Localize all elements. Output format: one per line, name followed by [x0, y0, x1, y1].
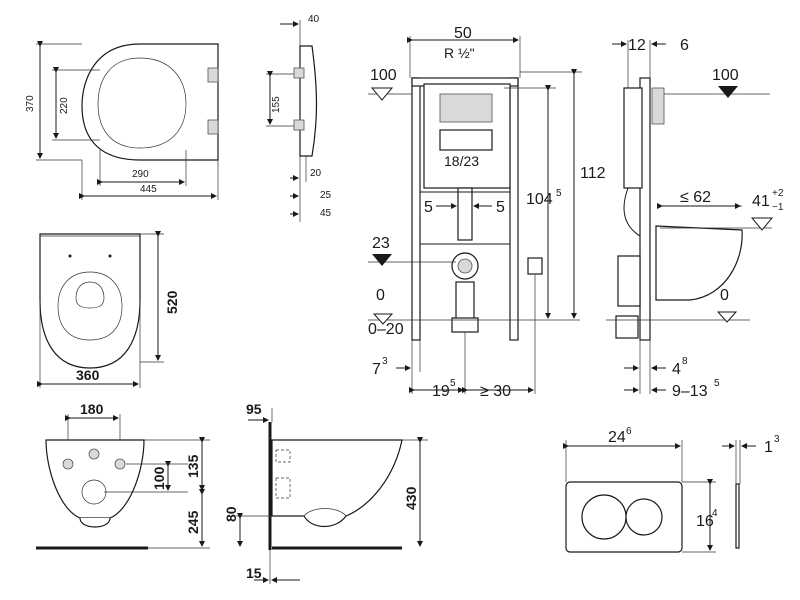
profile-h430-label: 430: [403, 486, 419, 510]
frame-right5-label: 5: [496, 199, 505, 216]
frame-left5-label: 5: [424, 199, 433, 216]
plate-w24-sup: 6: [626, 426, 632, 437]
profile-d80-label: 80: [223, 506, 239, 522]
side-d41-label: 41: [752, 193, 770, 210]
frame-front-view: 50 R ½" 100 18/23 5 5 23: [368, 25, 606, 400]
frame-side-view: 12 6 100 ≤ 62 41 +2 −1 0 4 8 9–13 5: [606, 37, 784, 400]
frame-level100-label: 100: [370, 67, 397, 84]
frame-range-label: 0–20: [368, 321, 404, 338]
frame-dge30-label: ≥ 30: [480, 383, 511, 400]
front-w180-label: 180: [80, 401, 104, 417]
side-level0-label: 0: [720, 287, 729, 304]
seat-inner-label: 220: [59, 97, 70, 114]
seat-top-view: 370 220 290 445: [25, 41, 219, 200]
frame-d19-label: 19: [432, 383, 450, 400]
plate-w24-label: 24: [608, 429, 626, 446]
plate-t1-label: 1: [764, 439, 773, 456]
side-tol-plus: +2: [772, 188, 784, 199]
side-le62-label: ≤ 62: [680, 189, 711, 206]
profile-d15-label: 15: [246, 565, 262, 581]
hinge-spacing-label: 155: [271, 96, 282, 113]
seat-length-label: 370: [25, 95, 36, 112]
hinge-d25-label: 25: [320, 190, 332, 201]
bowl-top-view: 520 360: [37, 231, 180, 388]
frame-d19-sup: 5: [450, 378, 456, 389]
frame-width-label: 50: [454, 25, 472, 42]
seat-width-inner-label: 290: [132, 169, 149, 180]
bowl-profile-view: 95 430 80 15: [223, 401, 428, 584]
bowl-depth-label: 520: [164, 290, 180, 314]
plate-h16-label: 16: [696, 513, 714, 530]
seat-width-outer-label: 445: [140, 184, 157, 195]
plate-h16-sup: 4: [712, 508, 718, 519]
bowl-front-view: 180 100 135 245: [36, 401, 210, 550]
side-d6-label: 6: [680, 37, 689, 54]
frame-inlet-label: 18/23: [444, 153, 479, 169]
frame-d7-sup: 3: [382, 356, 388, 367]
frame-h104-label: 104: [526, 191, 553, 208]
hinge-top-label: 40: [308, 14, 320, 25]
hinge-side-view: 40 155 20 25 45: [266, 14, 332, 222]
frame-level23-label: 23: [372, 235, 390, 252]
frame-h112-label: 112: [580, 165, 606, 182]
front-h245-label: 245: [185, 510, 201, 534]
side-d4-label: 4: [672, 361, 681, 378]
profile-d95-label: 95: [246, 401, 262, 417]
side-range9-label: 9–13: [672, 383, 708, 400]
frame-thread-label: R ½": [444, 45, 475, 61]
front-h100-label: 100: [151, 466, 167, 490]
frame-h104-sup: 5: [556, 188, 562, 199]
front-h135-label: 135: [185, 454, 201, 478]
frame-d7-label: 7: [372, 361, 381, 378]
hinge-d20-label: 20: [310, 168, 322, 179]
side-d4-sup: 8: [682, 356, 688, 367]
plate-t1-sup: 3: [774, 434, 780, 445]
frame-level0-label: 0: [376, 287, 385, 304]
flush-plate-view: 24 6 16 4 1 3: [563, 426, 780, 553]
side-d12-label: 12: [628, 37, 646, 54]
bowl-width-label: 360: [76, 367, 100, 383]
side-level100-label: 100: [712, 67, 739, 84]
side-range9-sup: 5: [714, 378, 720, 389]
hinge-d45-label: 45: [320, 208, 332, 219]
side-tol-minus: −1: [772, 202, 784, 213]
